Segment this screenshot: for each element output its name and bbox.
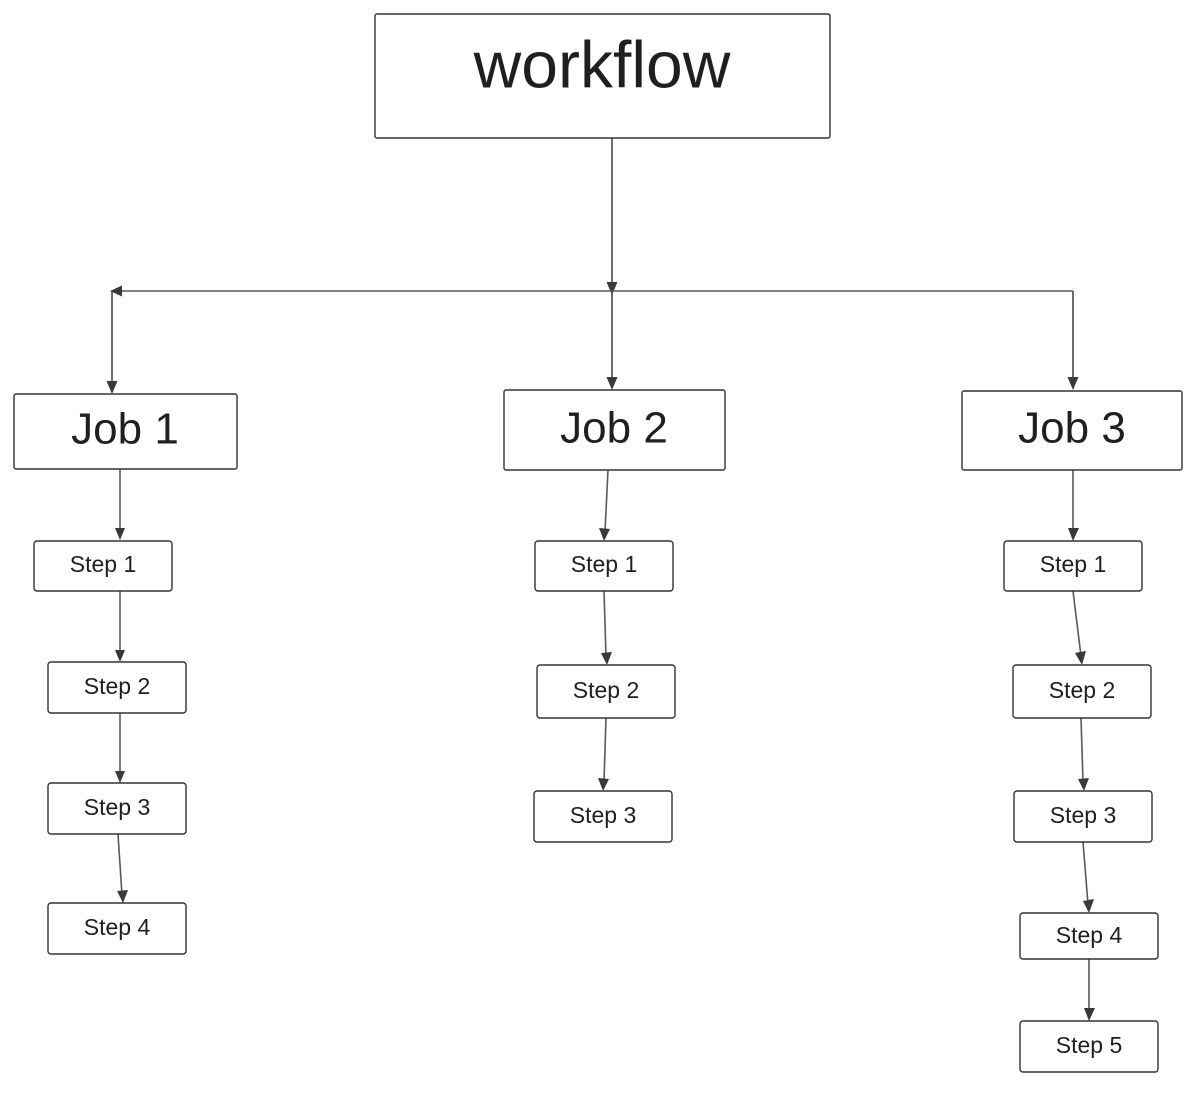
node-workflow[interactable]: workflow (374, 13, 831, 139)
arrowhead-bus-to-job-2 (606, 377, 618, 390)
node-job-1-step-1[interactable]: Step 1 (33, 540, 173, 592)
node-job-3-step-1[interactable]: Step 1 (1003, 540, 1143, 592)
node-job-2-step-3-label: Step 3 (570, 802, 637, 828)
node-job-1-step-3-label: Step 3 (84, 794, 151, 820)
node-job-2-step-1-box[interactable] (534, 540, 674, 592)
node-workflow-label: workflow (473, 27, 731, 101)
arrowhead-job-3-step-2-to-step-3 (1078, 778, 1089, 791)
node-job-1-label: Job 1 (71, 405, 179, 454)
node-job-1[interactable]: Job 1 (13, 393, 238, 470)
arrowhead-job-1-to-step-1 (115, 528, 125, 540)
node-job-1-step-4[interactable]: Step 4 (47, 902, 187, 955)
arrowhead-bus-to-job-3 (1067, 377, 1079, 390)
node-job-1-step-4-label: Step 4 (84, 914, 151, 940)
node-job-1-step-3-box[interactable] (47, 782, 187, 835)
node-job-2-step-2-label: Step 2 (573, 677, 640, 703)
edge-group-job-1-chain (115, 469, 128, 903)
node-job-3-step-2-label: Step 2 (1049, 677, 1116, 703)
node-job-2-step-3-box[interactable] (533, 790, 673, 843)
arrowhead-job-1-step-3-to-step-4 (117, 890, 128, 903)
edge-job-3-step-1-to-step-2 (1072, 590, 1082, 657)
arrowhead-job-2-step-1-to-step-2 (601, 652, 612, 665)
node-job-3-step-2-box[interactable] (1012, 664, 1152, 719)
edge-job-3-step-3-to-step-4 (1082, 841, 1089, 905)
arrowhead-job-3-to-step-1 (1068, 528, 1079, 541)
node-job-3-step-4[interactable]: Step 4 (1019, 912, 1159, 960)
arrowhead-job-1-step-2-to-step-3 (115, 771, 125, 783)
node-job-2-step-1-label: Step 1 (571, 551, 638, 577)
arrowhead-job-2-to-step-1 (599, 528, 610, 541)
edge-job-1-step-3-to-step-4 (117, 833, 123, 896)
node-job-2-step-1[interactable]: Step 1 (534, 540, 674, 592)
node-job-2-step-3[interactable]: Step 3 (533, 790, 673, 843)
node-job-3-step-3-box[interactable] (1013, 790, 1153, 843)
node-job-2-step-2-box[interactable] (536, 664, 676, 719)
edge-job-2-step-2-to-step-3 (603, 717, 607, 783)
node-job-3-label: Job 3 (1018, 404, 1126, 453)
arrowhead-job-2-step-2-to-step-3 (598, 778, 609, 791)
edge-group-root-to-jobs (106, 138, 1079, 394)
node-job-3-step-4-box[interactable] (1019, 912, 1159, 960)
node-job-1-step-2[interactable]: Step 2 (47, 661, 187, 714)
node-job-3-step-5-label: Step 5 (1056, 1032, 1123, 1058)
arrowhead-job-3-step-4-to-step-5 (1084, 1008, 1095, 1021)
node-job-3-step-1-box[interactable] (1003, 540, 1143, 592)
arrowhead-bus-left-end (110, 285, 122, 297)
node-job-1-step-2-box[interactable] (47, 661, 187, 714)
edge-job-3-step-2-to-step-3 (1080, 717, 1084, 783)
node-job-3-step-4-label: Step 4 (1056, 922, 1123, 948)
node-job-1-step-1-box[interactable] (33, 540, 173, 592)
edge-group-job-2-chain (598, 469, 612, 791)
arrowhead-job-1-step-1-to-step-2 (115, 650, 125, 662)
arrowhead-job-3-step-3-to-step-4 (1083, 899, 1094, 913)
node-job-3-box[interactable] (961, 390, 1183, 471)
node-job-1-step-1-label: Step 1 (70, 551, 137, 577)
node-job-1-step-3[interactable]: Step 3 (47, 782, 187, 835)
node-job-3-step-5-box[interactable] (1019, 1020, 1159, 1073)
arrowhead-workflow-to-bus (606, 282, 618, 295)
node-job-3[interactable]: Job 3 (961, 390, 1183, 471)
node-job-3-step-1-label: Step 1 (1040, 551, 1107, 577)
node-job-3-step-3-label: Step 3 (1050, 802, 1117, 828)
node-job-2-box[interactable] (503, 389, 726, 471)
node-job-3-step-5[interactable]: Step 5 (1019, 1020, 1159, 1073)
edge-group-job-3-chain (1068, 470, 1095, 1021)
node-job-1-step-2-label: Step 2 (84, 673, 151, 699)
node-job-2-label: Job 2 (560, 404, 668, 453)
node-job-3-step-2[interactable]: Step 2 (1012, 664, 1152, 719)
node-job-1-box[interactable] (13, 393, 238, 470)
arrowhead-bus-to-job-1 (106, 381, 118, 394)
node-job-2[interactable]: Job 2 (503, 389, 726, 471)
node-job-3-step-3[interactable]: Step 3 (1013, 790, 1153, 843)
arrowhead-job-3-step-1-to-step-2 (1075, 651, 1086, 665)
edge-job-2-to-step-1 (604, 469, 609, 533)
node-job-2-step-2[interactable]: Step 2 (536, 664, 676, 719)
node-job-1-step-4-box[interactable] (47, 902, 187, 955)
edge-job-2-step-1-to-step-2 (603, 590, 607, 657)
node-workflow-box[interactable] (374, 13, 831, 139)
